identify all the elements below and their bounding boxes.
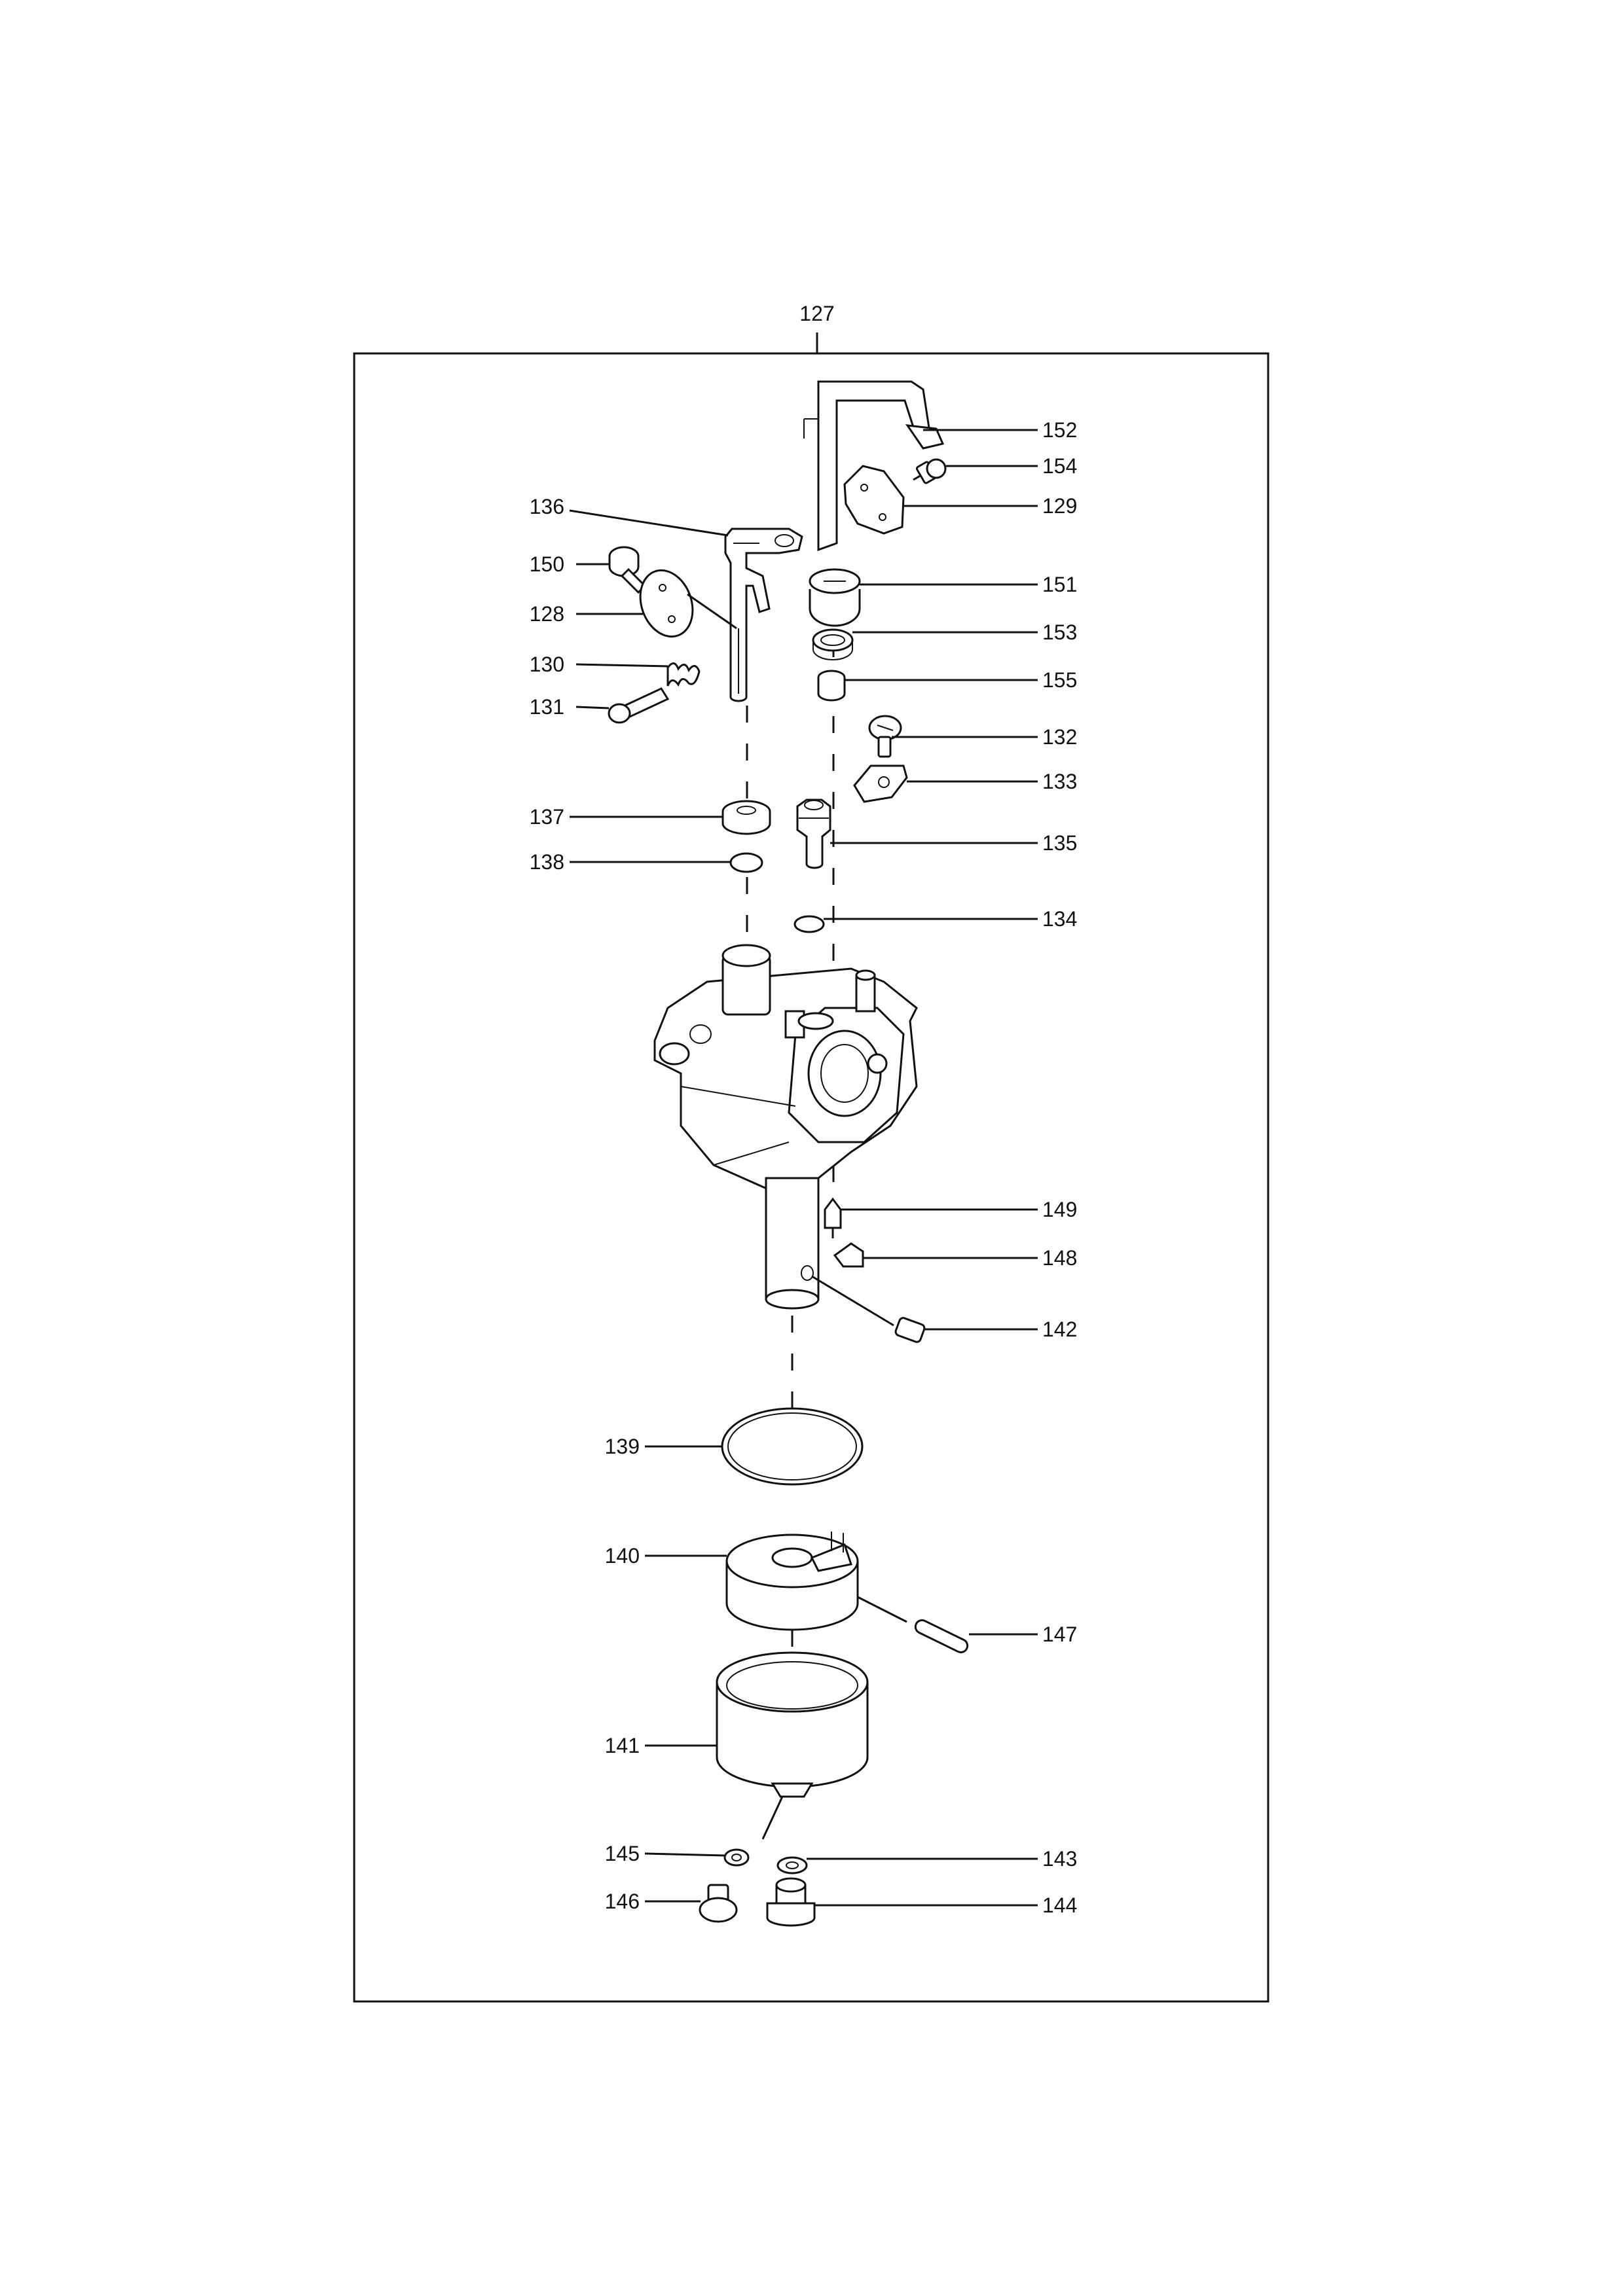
callout-147: 147 bbox=[1042, 1623, 1077, 1646]
part-134-oring bbox=[793, 915, 825, 933]
part-144-nut bbox=[766, 1877, 816, 1927]
part-132-screw bbox=[868, 715, 902, 758]
part-143-washer bbox=[776, 1856, 808, 1874]
part-151-choke-knob bbox=[809, 568, 861, 627]
part-138-ring bbox=[729, 852, 763, 873]
callout-153: 153 bbox=[1042, 620, 1077, 644]
callout-143: 143 bbox=[1042, 1847, 1077, 1871]
callout-131: 131 bbox=[530, 695, 564, 719]
callout-142: 142 bbox=[1042, 1318, 1077, 1341]
callout-132: 132 bbox=[1042, 725, 1077, 749]
carburetor-body bbox=[653, 944, 918, 1219]
part-155-cap bbox=[817, 670, 846, 702]
part-153-seal bbox=[812, 628, 854, 660]
callout-152: 152 bbox=[1042, 418, 1077, 442]
callout-135: 135 bbox=[1042, 831, 1077, 855]
part-139-gasket bbox=[721, 1407, 864, 1486]
part-149-needle bbox=[824, 1197, 842, 1238]
part-140-float bbox=[725, 1532, 859, 1631]
part-131-screw bbox=[608, 687, 670, 724]
callout-144: 144 bbox=[1042, 1893, 1077, 1917]
callout-146: 146 bbox=[605, 1890, 640, 1913]
part-133-bracket bbox=[853, 764, 908, 803]
part-135-choke-shaft bbox=[796, 798, 831, 869]
leader-lines-right bbox=[807, 429, 1038, 1907]
part-145-washer bbox=[723, 1848, 750, 1867]
callout-145: 145 bbox=[605, 1842, 640, 1865]
callout-130: 130 bbox=[530, 653, 564, 676]
callout-136: 136 bbox=[530, 495, 564, 518]
part-141-float-bowl bbox=[716, 1651, 869, 1840]
callout-138: 138 bbox=[530, 850, 564, 874]
part-137-bushing bbox=[721, 800, 771, 835]
part-148-clip bbox=[833, 1242, 864, 1268]
part-150-screw bbox=[608, 546, 647, 594]
callout-151: 151 bbox=[1042, 573, 1077, 596]
callout-133: 133 bbox=[1042, 770, 1077, 793]
part-147-pin bbox=[857, 1596, 969, 1653]
part-136-throttle-shaft bbox=[724, 528, 803, 702]
part-154-screw bbox=[913, 458, 947, 484]
part-129-choke-plate bbox=[843, 465, 905, 535]
leader-lines-left bbox=[569, 509, 731, 1903]
part-142-jet bbox=[811, 1275, 926, 1343]
carburetor-main-tube bbox=[765, 1177, 820, 1310]
part-128-throttle-plate bbox=[639, 569, 737, 638]
callout-154: 154 bbox=[1042, 454, 1077, 478]
assembly-frame bbox=[353, 352, 1269, 2003]
callout-140: 140 bbox=[605, 1544, 640, 1568]
callout-149: 149 bbox=[1042, 1198, 1077, 1221]
callout-129: 129 bbox=[1042, 494, 1077, 518]
callout-150: 150 bbox=[530, 552, 564, 576]
callout-141: 141 bbox=[605, 1734, 640, 1757]
callout-139: 139 bbox=[605, 1435, 640, 1458]
part-130-spring bbox=[666, 662, 701, 687]
callout-134: 134 bbox=[1042, 907, 1077, 931]
callout-128: 128 bbox=[530, 602, 564, 626]
assembly-label-127: 127 bbox=[799, 302, 834, 325]
part-146-bolt bbox=[699, 1884, 738, 1923]
callout-137: 137 bbox=[530, 805, 564, 829]
part-152-choke-bracket bbox=[803, 380, 945, 552]
callout-155: 155 bbox=[1042, 668, 1077, 692]
callout-148: 148 bbox=[1042, 1246, 1077, 1270]
